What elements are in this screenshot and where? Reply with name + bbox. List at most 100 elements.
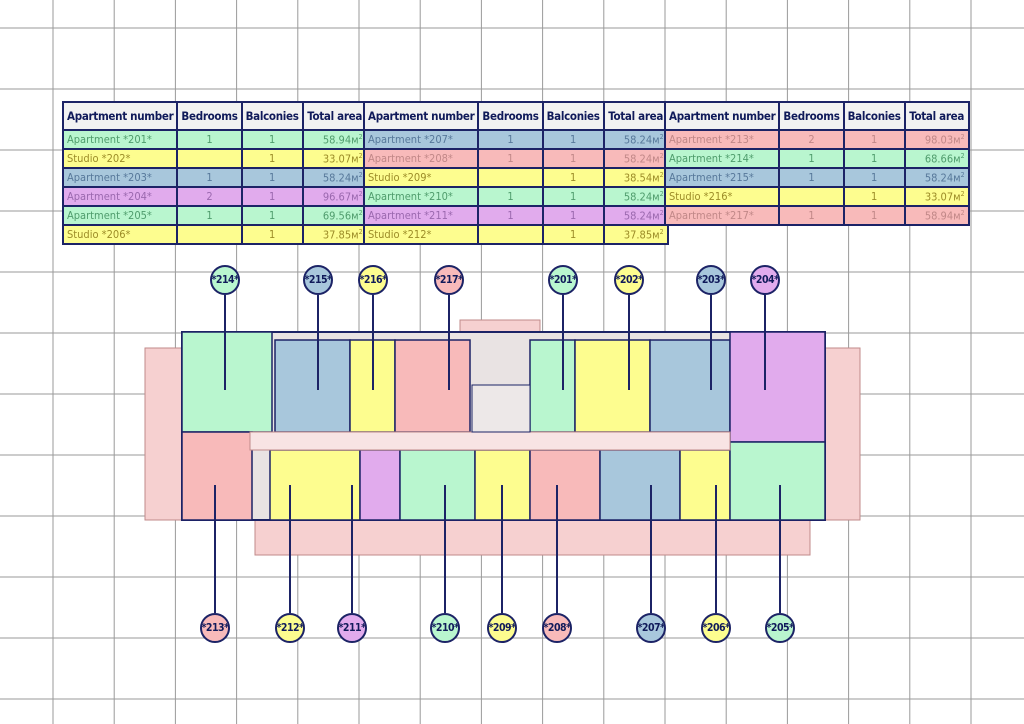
cell-text: 37.85м: [623, 228, 660, 242]
cell-balconies: 1: [842, 129, 906, 150]
cell-text: 1: [808, 152, 815, 165]
apartment-unit: [269, 449, 361, 521]
cell-text: 1: [206, 133, 213, 146]
cell-text: Studio *202*: [67, 152, 131, 165]
cell-balconies: 1: [240, 224, 304, 245]
apartment-tag: *205*: [765, 613, 795, 643]
cell-balconies: 1: [541, 205, 605, 226]
column-header: Apartment number: [362, 101, 480, 131]
cell-bedrooms: 1: [778, 205, 845, 226]
unit-exponent: 2: [659, 151, 664, 160]
cell-area: 96.67м2: [301, 186, 368, 207]
cell-name: Studio *216*: [663, 186, 781, 207]
apartment-unit: [274, 339, 351, 433]
cell-balconies: 1: [842, 148, 906, 169]
cell-bedrooms: [176, 224, 243, 245]
cell-text: 1: [268, 152, 276, 165]
cell-text: 33.07м: [924, 190, 961, 204]
cell-text: 1: [268, 133, 276, 146]
column-header: Total area: [301, 101, 368, 131]
unit-exponent: 2: [358, 227, 363, 236]
cell-text: Studio *216*: [669, 190, 733, 203]
apartment-tag: *208*: [542, 613, 572, 643]
column-header: Balconies: [842, 101, 906, 131]
cell-text: 2: [808, 133, 815, 146]
cell-bedrooms: 1: [477, 129, 544, 150]
cell-text: 33.07м: [322, 152, 359, 166]
apartment-unit: [599, 449, 681, 521]
column-header: Balconies: [541, 101, 605, 131]
cell-text: 2: [206, 190, 213, 203]
cell-text: Studio *209*: [368, 171, 432, 184]
cell-balconies: 1: [240, 148, 304, 169]
cell-bedrooms: 1: [176, 205, 243, 226]
cell-balconies: 1: [541, 167, 605, 188]
cell-text: 58.24м: [924, 171, 961, 185]
cell-text: Apartment *214*: [669, 152, 754, 165]
cell-text: 58.24м: [623, 133, 660, 147]
cell-bedrooms: 1: [477, 186, 544, 207]
unit-exponent: 2: [960, 132, 965, 141]
cell-area: 58.24м2: [301, 167, 368, 188]
cell-text: Apartment *207*: [368, 133, 453, 146]
apartment-tag: *203*: [696, 265, 726, 295]
cell-name: Apartment *203*: [61, 167, 179, 188]
cell-balconies: 1: [842, 167, 906, 188]
cell-bedrooms: 1: [176, 129, 243, 150]
cell-area: 58.94м2: [301, 129, 368, 150]
cell-text: 58.94м: [322, 133, 359, 147]
cell-text: 1: [268, 171, 276, 184]
cell-bedrooms: 1: [778, 167, 845, 188]
cell-bedrooms: [477, 167, 544, 188]
cell-balconies: 1: [541, 224, 605, 245]
cell-name: Apartment *204*: [61, 186, 179, 207]
cell-area: 33.07м2: [903, 186, 970, 207]
cell-bedrooms: 2: [778, 129, 845, 150]
cell-text: Apartment *213*: [669, 133, 754, 146]
cell-text: 1: [569, 133, 577, 146]
cell-text: 1: [870, 190, 878, 203]
apartment-unit: [649, 339, 731, 433]
apartment-unit: [359, 449, 401, 521]
apartment-unit: [181, 431, 253, 521]
cell-name: Apartment *213*: [663, 129, 781, 150]
cell-text: Apartment *201*: [67, 133, 152, 146]
unit-exponent: 2: [358, 170, 363, 179]
cell-area: 38.54м2: [602, 167, 669, 188]
unit-exponent: 2: [960, 151, 965, 160]
corridor: [249, 431, 731, 451]
apartment-unit: [679, 449, 731, 521]
cell-name: Apartment *201*: [61, 129, 179, 150]
cell-text: Studio *212*: [368, 228, 432, 241]
column-header: Apartment number: [61, 101, 179, 131]
cell-area: 58.24м2: [602, 148, 669, 169]
cell-text: 1: [206, 209, 213, 222]
cell-bedrooms: 1: [477, 205, 544, 226]
cell-balconies: 1: [541, 186, 605, 207]
table-row: Studio *216* 1 33.07м2: [663, 186, 970, 207]
cell-text: 1: [808, 209, 815, 222]
cell-text: Studio *206*: [67, 228, 131, 241]
column-header: Bedrooms: [477, 101, 544, 131]
cell-text: 69.56м: [322, 209, 359, 223]
cell-text: 1: [507, 190, 514, 203]
cell-text: 1: [870, 171, 878, 184]
apartment-tag: *206*: [701, 613, 731, 643]
cell-text: 58.24м: [623, 190, 660, 204]
cell-text: 37.85м: [322, 228, 359, 242]
cell-name: Apartment *217*: [663, 205, 781, 226]
cell-name: Apartment *205*: [61, 205, 179, 226]
cell-name: Studio *212*: [362, 224, 480, 245]
